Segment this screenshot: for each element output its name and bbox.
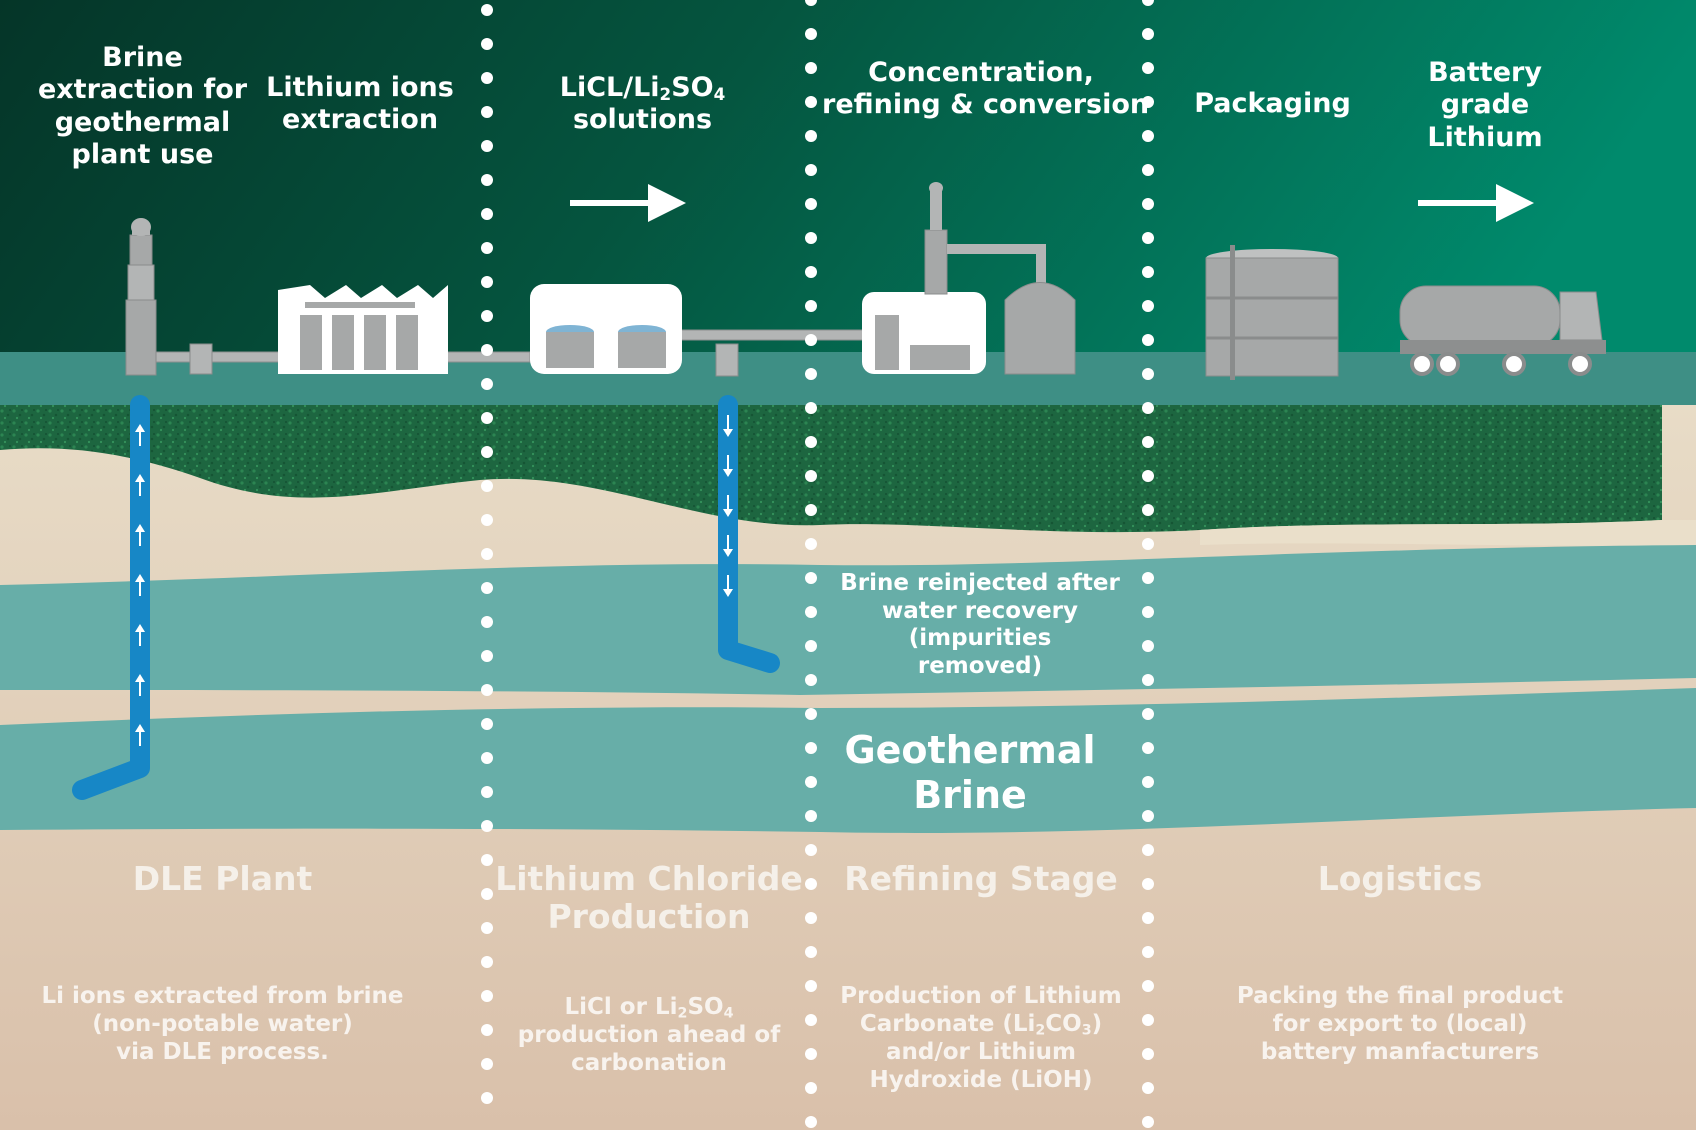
section-title-chloride: Lithium Chloride Production xyxy=(495,859,803,937)
label-line: Battery xyxy=(1428,57,1542,88)
label-line: extraction for xyxy=(37,74,248,106)
formula-subscript: 2 xyxy=(659,84,672,105)
section-divider xyxy=(1142,0,1154,1128)
label-line: solutions xyxy=(572,104,713,136)
section-title-refining: Refining Stage xyxy=(822,859,1140,898)
section-desc-refining: Production of Lithium Carbonate (Li2CO3)… xyxy=(828,982,1134,1094)
section-desc-chloride: LiCl or Li2SO4 production ahead of carbo… xyxy=(505,993,793,1077)
storage-tank-icon xyxy=(1205,245,1339,380)
battery-grade-label: Battery grade Lithium xyxy=(1405,57,1565,154)
label-line: Production xyxy=(547,897,751,937)
solutions-formula: LiCL/Li2SO4 xyxy=(545,72,740,104)
label-line: Concentration, xyxy=(868,57,1094,88)
geothermal-brine-label: Geothermal Brine xyxy=(835,728,1105,818)
label-line: Lithium Chloride xyxy=(495,859,803,898)
reinjection-pipe xyxy=(718,395,780,673)
label-line: grade xyxy=(1440,89,1530,121)
concentration-label: Concentration, refining & conversion xyxy=(822,57,1150,122)
label-line: Brine xyxy=(102,42,183,73)
label-line: Geothermal xyxy=(844,728,1096,772)
label-line: production ahead of xyxy=(517,1022,781,1049)
label-line: Packing the final product xyxy=(1236,983,1564,1009)
section-title-logistics: Logistics xyxy=(1200,859,1600,898)
label-line: for export to (local) xyxy=(1272,1011,1528,1038)
formula-part: CO xyxy=(1045,1011,1082,1038)
formula-part: SO xyxy=(687,994,724,1020)
lower-brine-layer xyxy=(0,688,1696,833)
formula-subscript: 2 xyxy=(677,1005,688,1022)
solutions-label: LiCL/Li2SO4 solutions xyxy=(545,72,740,137)
label-line: via DLE process. xyxy=(116,1039,329,1066)
formula-subscript: 4 xyxy=(723,1005,734,1022)
label-line: plant use xyxy=(71,139,214,171)
label-line: extraction xyxy=(281,104,439,136)
section-desc-dle: Li ions extracted from brine (non-potabl… xyxy=(40,982,405,1066)
lithium-ions-extraction-label: Lithium ions extraction xyxy=(255,72,465,137)
label-line: removed) xyxy=(917,652,1043,679)
dle-factory-icon xyxy=(278,285,448,374)
formula-part: ) xyxy=(1091,1011,1103,1038)
label-line: Hydroxide (LiOH) xyxy=(869,1067,1093,1094)
chloride-plant-icon xyxy=(530,284,739,377)
label-line: water recovery xyxy=(881,597,1079,624)
label-line: (non-potable water) xyxy=(92,1011,353,1038)
section-divider xyxy=(805,0,817,1128)
label-line: Lithium ions xyxy=(266,72,454,103)
label-line: geothermal xyxy=(54,106,231,138)
label-line: carbonation xyxy=(571,1050,727,1077)
grass-layer xyxy=(0,405,1662,533)
formula-part: LiCL/Li xyxy=(559,72,660,103)
brine-extraction-label: Brine extraction for geothermal plant us… xyxy=(30,42,255,172)
refinery-icon xyxy=(862,182,1076,375)
tanker-truck-icon xyxy=(1399,285,1606,376)
desc-formula: Carbonate (Li2CO3) xyxy=(828,1010,1134,1038)
extraction-tower-icon xyxy=(125,218,213,376)
label-line: Brine xyxy=(913,772,1027,817)
formula-part: SO xyxy=(671,72,714,103)
label-line: refining & conversion xyxy=(822,89,1150,121)
packaging-label: Packaging xyxy=(1194,88,1351,119)
section-desc-logistics: Packing the final product for export to … xyxy=(1215,982,1585,1066)
extraction-pipe xyxy=(72,395,150,800)
label-line: (impurities xyxy=(908,625,1052,652)
formula-subscript: 4 xyxy=(713,84,726,105)
label-line: DLE Plant xyxy=(132,859,313,898)
label-line: Lithium xyxy=(1427,121,1543,153)
label-line: Li ions extracted from brine xyxy=(41,983,404,1009)
right-arrow-icon xyxy=(1418,184,1534,222)
section-title-dle: DLE Plant xyxy=(60,859,385,898)
desc-formula: LiCl or Li2SO4 xyxy=(505,993,793,1021)
sand-streak xyxy=(1200,520,1696,546)
formula-subscript: 3 xyxy=(1081,1022,1092,1039)
brine-reinjected-label: Brine reinjected after water recovery (i… xyxy=(835,570,1125,680)
label-line: Logistics xyxy=(1317,859,1483,898)
label-line: Refining Stage xyxy=(844,859,1118,898)
upper-brine-layer xyxy=(0,545,1696,695)
label-line: Brine reinjected after xyxy=(840,570,1120,596)
right-arrow-icon xyxy=(570,184,686,222)
formula-subscript: 2 xyxy=(1035,1022,1046,1039)
formula-part: Carbonate (Li xyxy=(859,1011,1036,1038)
section-divider xyxy=(481,4,493,1104)
label-line: and/or Lithium xyxy=(885,1039,1077,1066)
label-line: Production of Lithium xyxy=(840,983,1122,1009)
formula-part: LiCl or Li xyxy=(564,994,678,1020)
label-line: battery manfacturers xyxy=(1260,1039,1540,1066)
